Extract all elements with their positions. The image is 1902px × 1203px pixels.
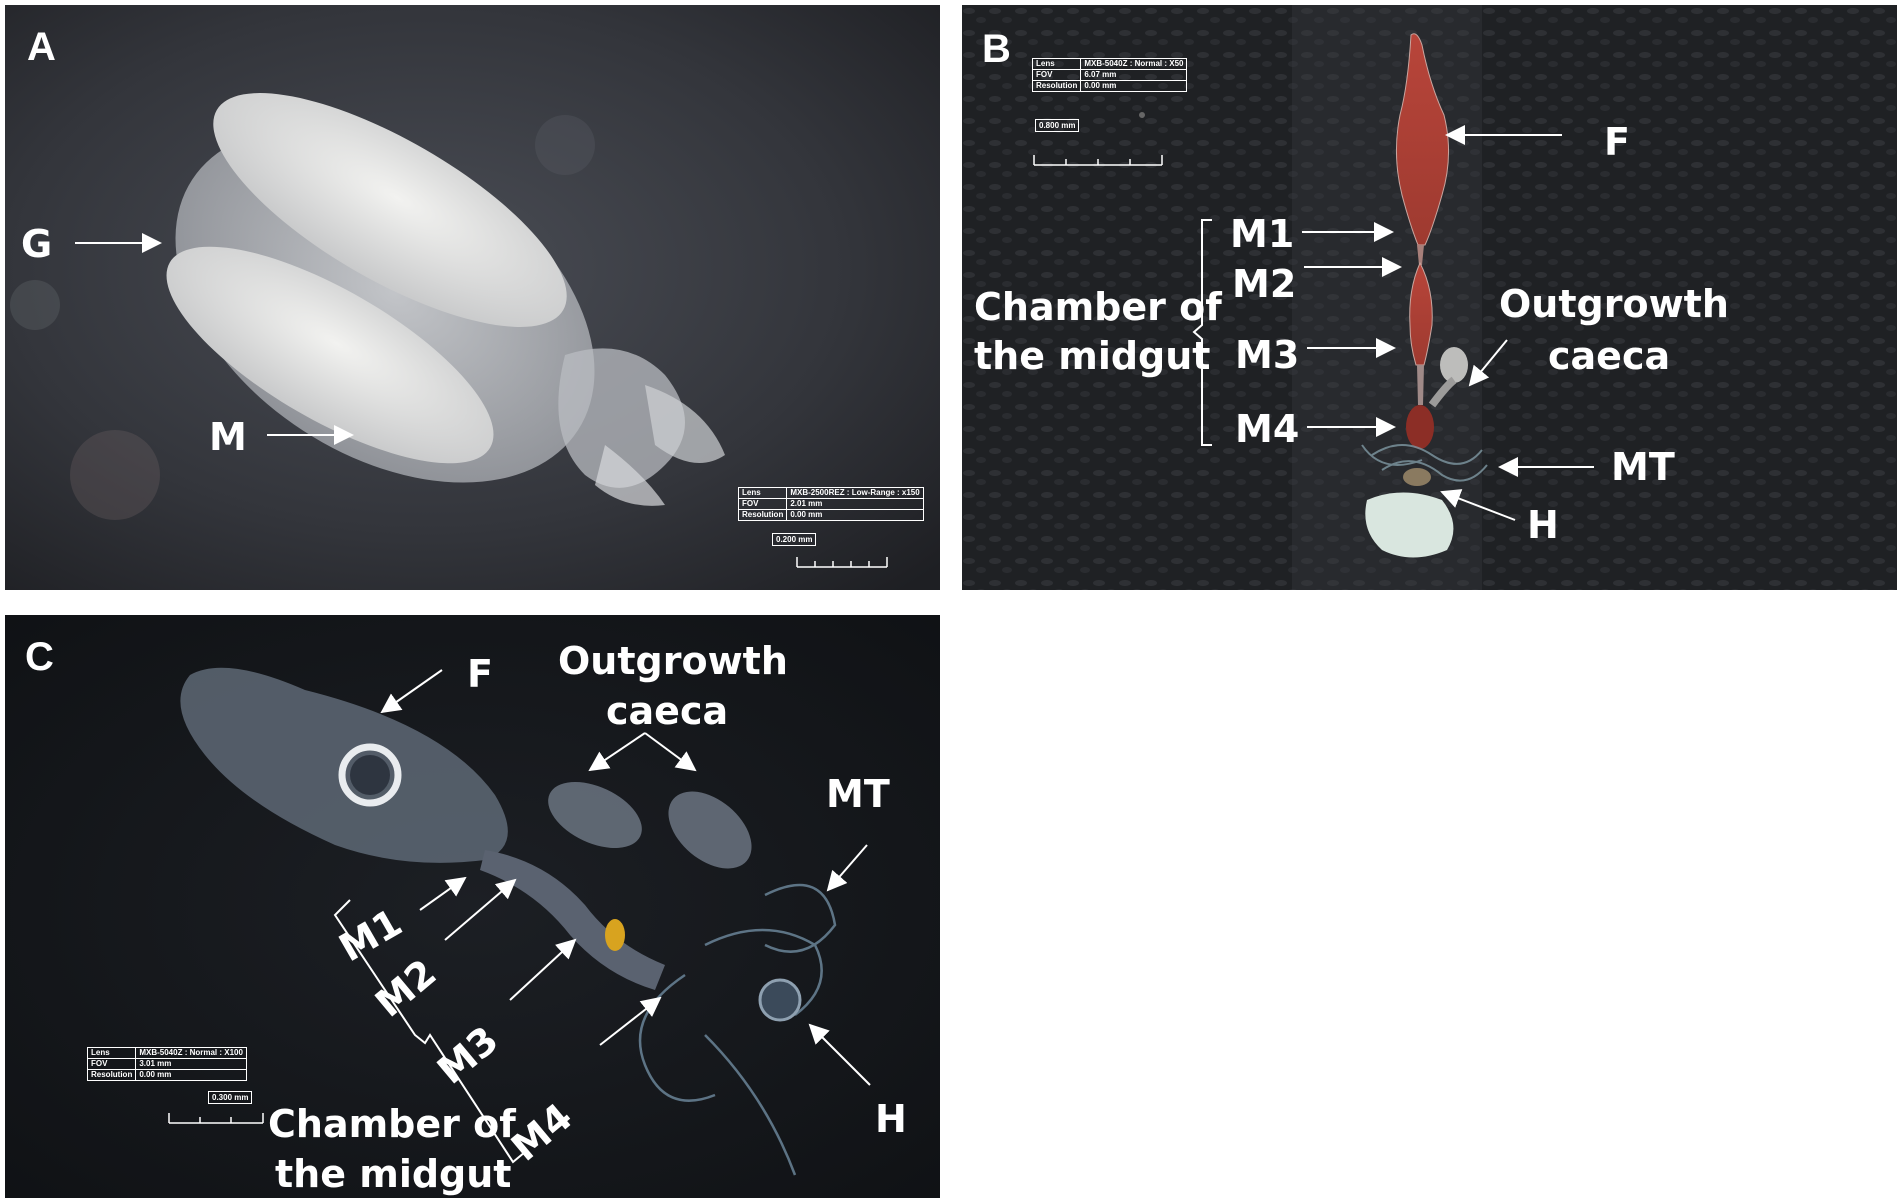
panel-a-scale-label: 0.200 mm xyxy=(772,533,817,546)
panel-b-letter: B xyxy=(982,27,1011,71)
label-m: M xyxy=(209,415,247,459)
panel-a-micrograph xyxy=(5,5,940,590)
label-outgrowth-line-1: Outgrowth xyxy=(1499,282,1729,326)
panel-b-scale-label: 0.800 mm xyxy=(1035,119,1080,132)
label-outgrowth-line-1: Outgrowth xyxy=(558,639,788,683)
label-m1: M1 xyxy=(1230,212,1295,256)
panel-b: B F M1 M2 M3 M4 Chamber of the midgut Ou… xyxy=(962,5,1897,590)
label-chamber-line-1: Chamber of xyxy=(268,1102,516,1146)
label-m4: M4 xyxy=(1235,407,1300,451)
panel-b-scale-bar xyxy=(1033,155,1163,166)
label-outgrowth-line-2: caeca xyxy=(1548,334,1671,378)
label-mt: MT xyxy=(826,772,890,816)
label-chamber-line-2: the midgut xyxy=(974,334,1211,378)
label-f: F xyxy=(467,652,493,696)
label-m2: M2 xyxy=(1232,262,1297,306)
label-mt: MT xyxy=(1611,445,1675,489)
label-chamber-line-2: the midgut xyxy=(275,1152,512,1196)
label-outgrowth-line-2: caeca xyxy=(606,689,729,733)
panel-b-micrograph xyxy=(962,5,1897,590)
panel-c-scale-label: 0.300 mm xyxy=(208,1091,253,1104)
label-m3: M3 xyxy=(1235,333,1300,377)
label-g: G xyxy=(21,222,53,266)
label-h: H xyxy=(1527,503,1559,547)
label-chamber-line-1: Chamber of xyxy=(974,285,1222,329)
panel-c: C F Outgrowth caeca MT M1 M2 M3 M4 H Cha… xyxy=(5,615,940,1198)
label-h: H xyxy=(875,1097,907,1141)
panel-c-letter: C xyxy=(25,635,54,679)
panel-a-letter: A xyxy=(27,25,56,69)
panel-a-scale-bar xyxy=(796,557,888,568)
label-f: F xyxy=(1604,120,1630,164)
panel-c-scale-bar xyxy=(168,1113,264,1124)
